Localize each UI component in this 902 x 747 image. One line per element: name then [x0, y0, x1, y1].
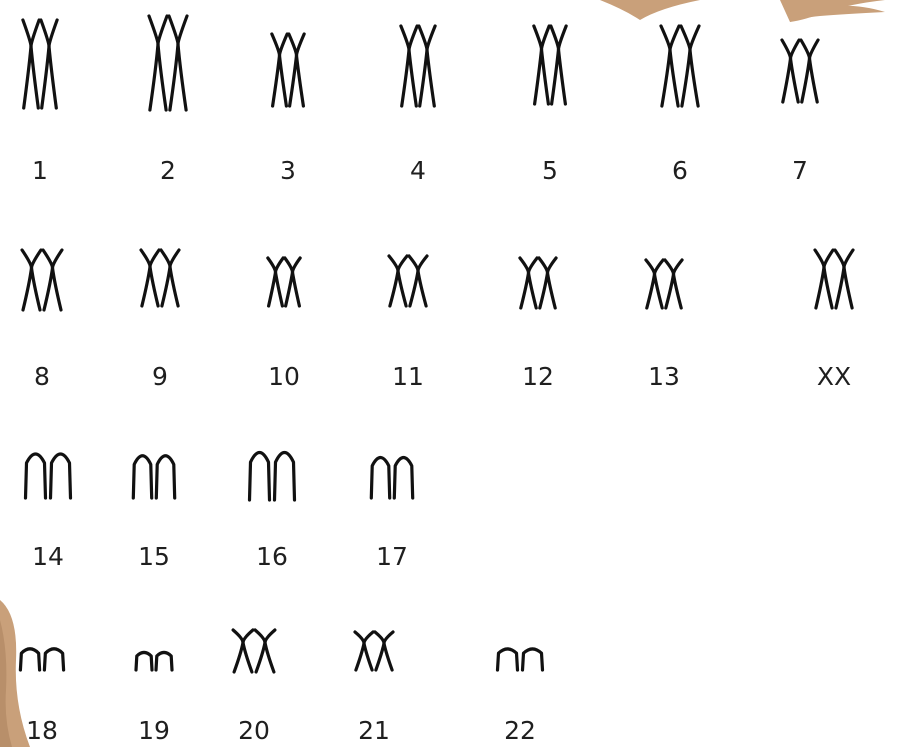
chromosome-pair-22	[498, 649, 543, 670]
chromosome-pair-21	[355, 632, 393, 670]
chromosome-pair-7	[782, 40, 818, 102]
chromatid-arch	[156, 456, 174, 498]
chromosome-pair-13	[646, 260, 682, 308]
chromosome-label-19: 19	[138, 718, 170, 743]
chromosome-pair-4	[401, 26, 435, 106]
chromosome-pair-9	[141, 250, 179, 306]
chromosome-pair-6	[661, 26, 699, 106]
chromosome-label-12: 12	[522, 364, 554, 389]
chromosome-label-20: 20	[238, 718, 270, 743]
chromatid-arch	[26, 454, 46, 498]
chromosome-label-4: 4	[410, 158, 426, 183]
chromosome-label-9: 9	[152, 364, 168, 389]
chromosome-label-7: 7	[792, 158, 808, 183]
chromatid-arch	[275, 452, 295, 500]
chromatid-arch	[51, 454, 71, 498]
chromosome-label-10: 10	[268, 364, 300, 389]
chromosome-label-13: 13	[648, 364, 680, 389]
chromatid-arch	[136, 652, 152, 670]
chromosome-pair-xx	[815, 250, 853, 308]
chromosome-label-11: 11	[392, 364, 424, 389]
chromosome-label-16: 16	[256, 544, 288, 569]
chromatid-arch	[394, 458, 412, 498]
chromosome-label-22: 22	[504, 718, 536, 743]
chromosome-label-5: 5	[542, 158, 558, 183]
chromosome-label-6: 6	[672, 158, 688, 183]
chromosome-pair-12	[520, 258, 556, 308]
chromosome-pair-16	[250, 452, 295, 500]
chromosome-label-14: 14	[32, 544, 64, 569]
chromatid-arch	[498, 649, 518, 670]
chromosome-label-18: 18	[26, 718, 58, 743]
chromosome-pair-20	[233, 630, 275, 672]
chromatid-arch	[133, 456, 151, 498]
chromosome-pair-17	[371, 458, 412, 498]
chromosome-pair-8	[22, 250, 62, 310]
chromosome-label-xx: XX	[817, 364, 851, 389]
chromosome-pair-18	[20, 649, 63, 670]
chromosome-label-8: 8	[34, 364, 50, 389]
chromosome-pair-1	[23, 20, 57, 108]
chromosome-label-21: 21	[358, 718, 390, 743]
chromosome-pair-11	[389, 256, 427, 306]
chromosome-label-1: 1	[32, 158, 48, 183]
chromosome-label-2: 2	[160, 158, 176, 183]
chromosome-pair-2	[149, 16, 187, 110]
chromatid-arch	[371, 458, 389, 498]
chromatid-arch	[20, 649, 39, 670]
chromosome-pair-15	[133, 456, 174, 498]
chromatid-arch	[523, 649, 543, 670]
chromosome-pair-19	[136, 652, 172, 670]
chromosome-pair-5	[534, 26, 566, 104]
chromosome-label-3: 3	[280, 158, 296, 183]
chromosome-pair-3	[272, 34, 304, 106]
chromosome-pair-14	[26, 454, 71, 498]
chromosome-pair-10	[268, 258, 300, 306]
chromatid-arch	[44, 649, 63, 670]
chromosome-label-15: 15	[138, 544, 170, 569]
chromosome-label-17: 17	[376, 544, 408, 569]
chromatid-arch	[250, 452, 270, 500]
chromatid-arch	[156, 652, 172, 670]
